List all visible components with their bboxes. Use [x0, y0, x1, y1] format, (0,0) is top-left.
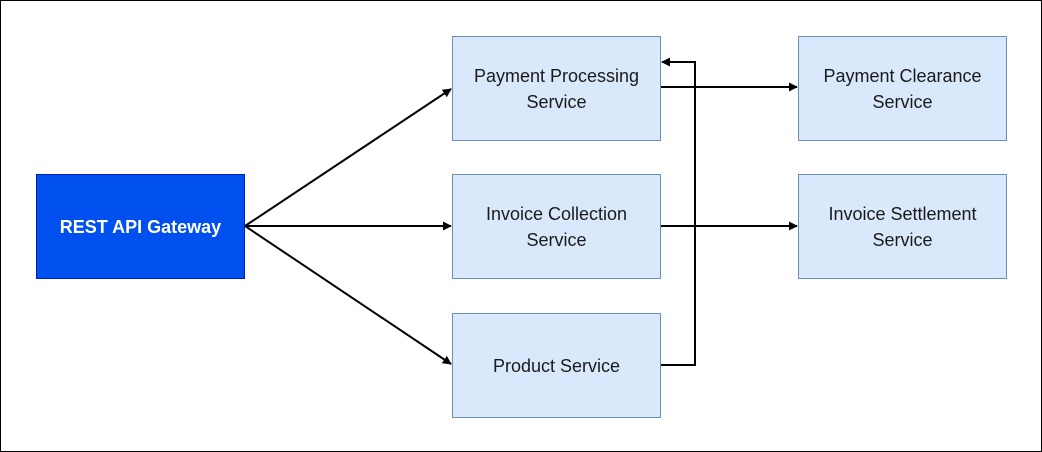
rest-api-gateway-label: REST API Gateway [59, 216, 222, 237]
invoice-collection-service-node: Invoice Collection Service [452, 174, 661, 279]
rest-api-gateway-node: REST API Gateway [36, 174, 245, 279]
payment-processing-service-label: Payment Processing Service [473, 65, 640, 112]
edge-gateway-to-payment-processing [244, 88, 452, 227]
invoice-settlement-service-node: Invoice Settlement Service [798, 174, 1007, 279]
edge-gateway-to-product [244, 225, 452, 365]
invoice-settlement-service-label: Invoice Settlement Service [828, 203, 977, 250]
invoice-collection-service-label: Invoice Collection Service [485, 203, 628, 250]
product-service-node: Product Service [452, 313, 661, 418]
payment-clearance-service-node: Payment Clearance Service [798, 36, 1007, 141]
edge-product-to-payment-processing [660, 57, 696, 366]
payment-clearance-service-label: Payment Clearance Service [823, 65, 982, 112]
product-service-label: Product Service [492, 355, 621, 376]
payment-processing-service-node: Payment Processing Service [452, 36, 661, 141]
